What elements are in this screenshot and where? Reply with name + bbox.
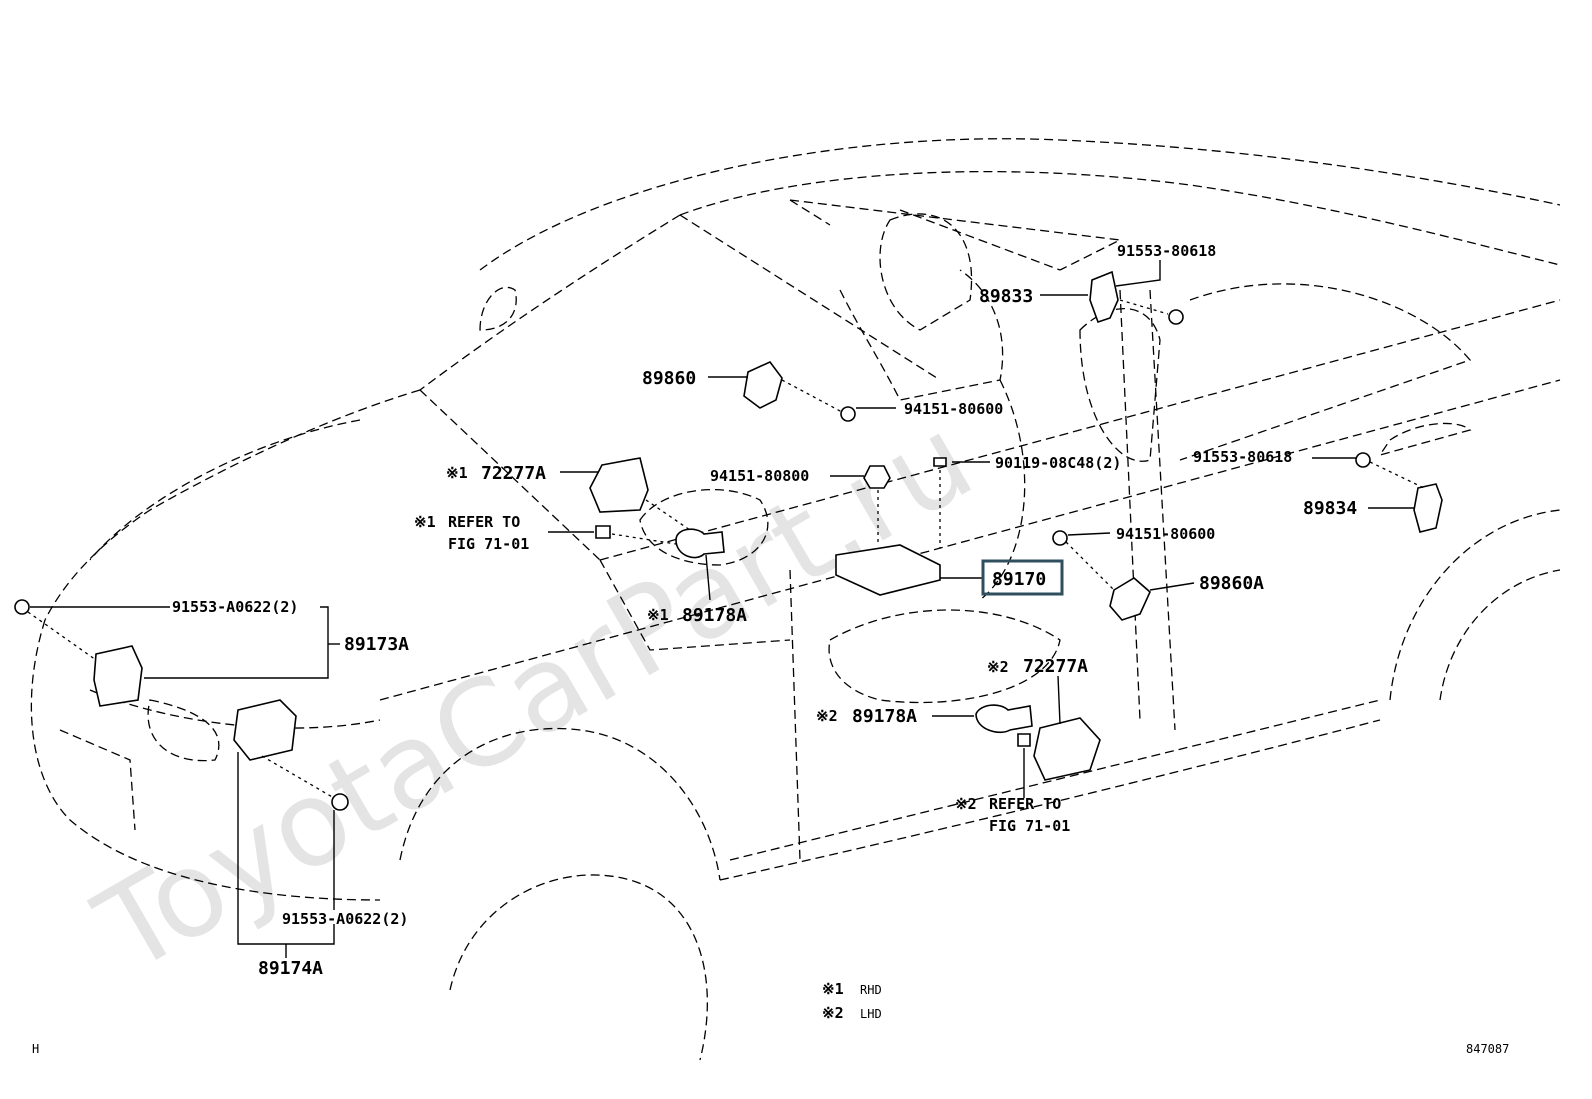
bolt-91553-80618-top-shape — [1168, 309, 1184, 325]
legend-lhd-text: LHD — [860, 1007, 882, 1021]
refer2-line1: REFER TO — [989, 795, 1061, 813]
bolt-94151-80600-b-shape — [1052, 530, 1068, 546]
label-72277A-lower: 72277A — [1023, 656, 1088, 677]
mark-lhd-refer: ※2 — [955, 795, 977, 813]
highlight-box-89170 — [981, 559, 1064, 596]
mark-lhd-89178A: ※2 — [816, 707, 838, 725]
label-89178A-upper: 89178A — [682, 605, 747, 626]
mark-rhd-refer: ※1 — [414, 513, 436, 531]
label-91553-80618-right: 91553-80618 — [1193, 448, 1292, 466]
bolt-refer1-shape — [595, 525, 611, 539]
refer2-line2: FIG 71-01 — [989, 817, 1070, 835]
bracket-72277A-lower-shape — [1033, 717, 1101, 781]
label-91553-80618-top: 91553-80618 — [1117, 242, 1216, 260]
mark-rhd-72277A: ※1 — [446, 464, 468, 482]
figure-number: 847087 — [1466, 1042, 1509, 1056]
label-89860: 89860 — [642, 368, 696, 389]
label-94151-80800: 94151-80800 — [710, 467, 809, 485]
sensor-89860-shape — [743, 361, 783, 409]
car-body-outline — [30, 138, 1561, 1061]
legend-lhd-mark: ※2 — [822, 1004, 844, 1022]
nut-94151-80800-shape — [863, 465, 891, 489]
part-labels: 91553-80618 89833 89860 94151-80600 ※1 7… — [172, 242, 1357, 979]
legend-rhd-mark: ※1 — [822, 980, 844, 998]
bolt-refer2-shape — [1017, 733, 1031, 747]
mark-lhd-72277A: ※2 — [987, 658, 1009, 676]
part-shapes — [14, 270, 1443, 811]
sensor-89173A-shape — [93, 645, 143, 707]
footer-left-code: H — [32, 1042, 39, 1056]
label-89170: 89170 — [992, 569, 1046, 590]
label-91553-A0622-top: 91553-A0622(2) — [172, 598, 298, 616]
bracket-72277A-upper-shape — [589, 457, 649, 513]
mark-rhd-89178A: ※1 — [647, 606, 669, 624]
refer1-line1: REFER TO — [448, 513, 520, 531]
label-89834: 89834 — [1303, 498, 1357, 519]
bolt-94151-80600-a-shape — [840, 406, 856, 422]
legend-rhd-text: RHD — [860, 983, 882, 997]
bolt-91553-A0622-bottom-shape — [331, 793, 349, 811]
bolt-90119-shape — [933, 457, 947, 467]
bolt-91553-80618-right-shape — [1355, 452, 1371, 468]
label-89860A: 89860A — [1199, 573, 1264, 594]
label-94151-80600-b: 94151-80600 — [1116, 525, 1215, 543]
leader-lines — [27, 260, 1425, 958]
label-89174A: 89174A — [258, 958, 323, 979]
sensor-89178A-upper-shape — [675, 528, 725, 559]
legend: ※1 RHD ※2 LHD — [822, 980, 882, 1022]
sensor-89860A-shape — [1109, 577, 1151, 621]
bracket-89174A-shape — [233, 699, 297, 761]
bolt-91553-A0622-top-shape — [14, 599, 30, 615]
sensor-89178A-lower-shape — [975, 704, 1033, 734]
refer1-line2: FIG 71-01 — [448, 535, 529, 553]
label-90119-08C48: 90119-08C48(2) — [995, 454, 1121, 472]
label-89173A: 89173A — [344, 634, 409, 655]
sensor-89833-shape — [1089, 270, 1119, 324]
label-94151-80600-a: 94151-80600 — [904, 400, 1003, 418]
label-91553-A0622-bottom: 91553-A0622(2) — [282, 910, 408, 928]
label-72277A-upper: 72277A — [481, 463, 546, 484]
label-89833: 89833 — [979, 286, 1033, 307]
label-89178A-lower: 89178A — [852, 706, 917, 727]
ecu-89170-shape — [835, 544, 941, 596]
sensor-89834-shape — [1413, 483, 1443, 533]
